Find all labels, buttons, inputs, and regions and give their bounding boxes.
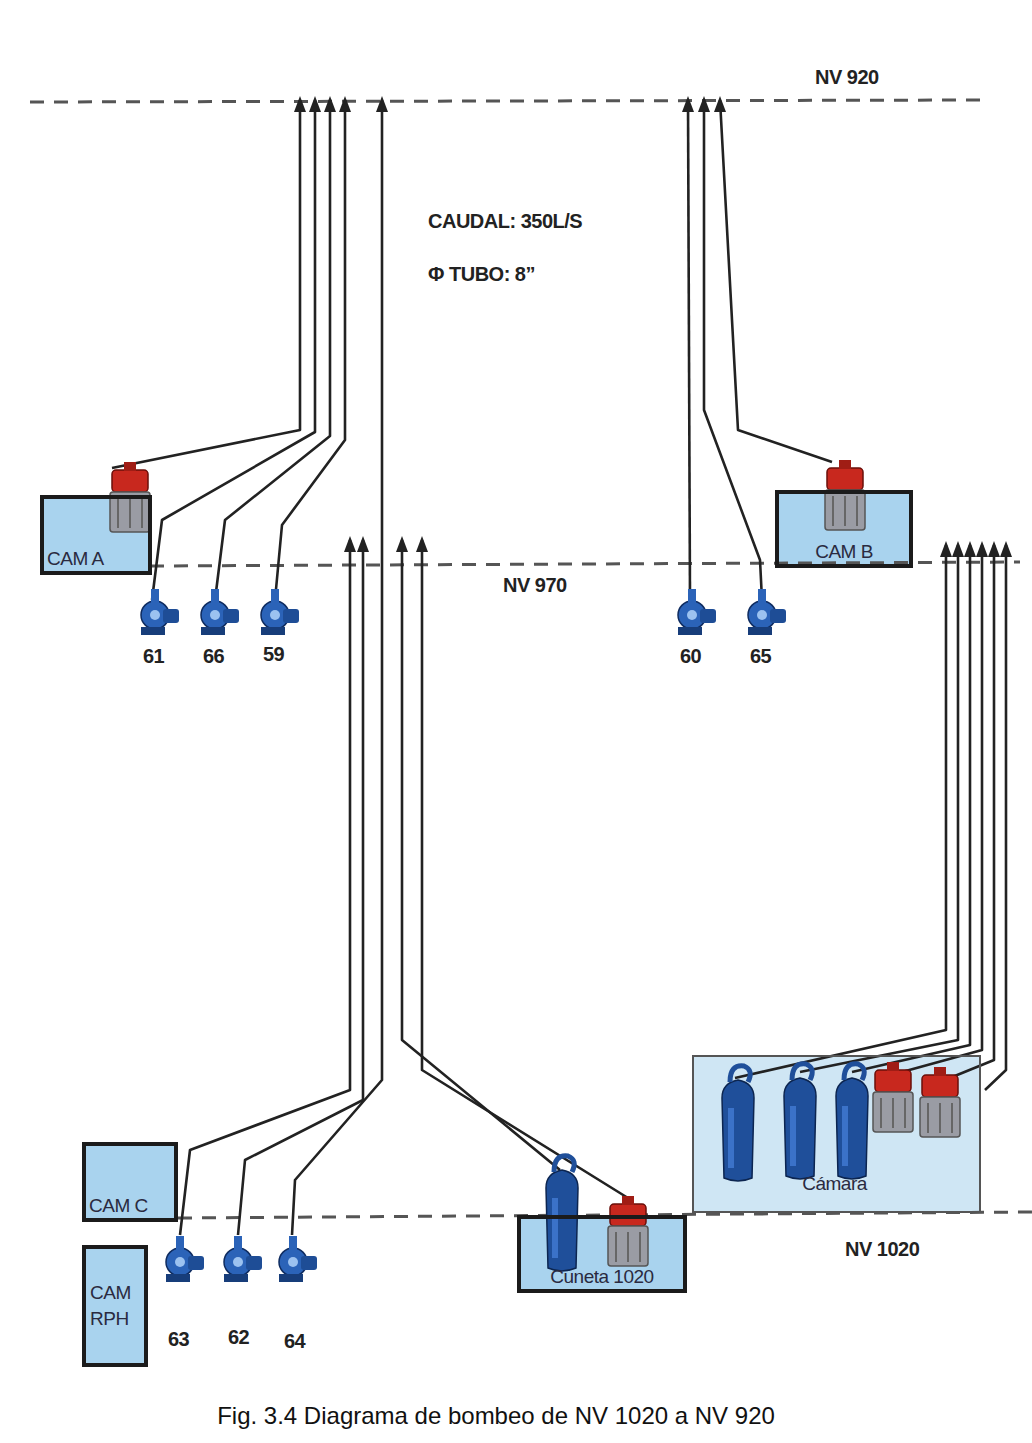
level-note: NV 1020	[842, 1238, 922, 1261]
level-lines	[30, 100, 1032, 1218]
chamber-box: Cuneta 1020	[517, 1215, 687, 1293]
pump-number: 66	[203, 645, 224, 668]
chamber-label: CAM C	[89, 1195, 148, 1217]
chamber-label: Cámara	[802, 1173, 867, 1195]
arrowhead	[698, 96, 710, 112]
arrowhead	[976, 541, 988, 557]
arrowhead	[294, 96, 306, 112]
arrowhead	[339, 96, 351, 112]
box-fill	[517, 1215, 687, 1293]
chamber-box: CAM C	[82, 1142, 178, 1222]
arrowhead	[714, 96, 726, 112]
pump-number: 61	[143, 645, 164, 668]
level-note: Φ TUBO: 8”	[425, 263, 538, 286]
chamber-box: CAM A	[40, 495, 152, 575]
arrowhead	[396, 536, 408, 552]
box-fills	[40, 490, 981, 1367]
arrowhead	[344, 536, 356, 552]
level-note: CAUDAL: 350L/S	[425, 210, 585, 233]
pump-number: 65	[750, 645, 771, 668]
chamber-box: Cámara	[692, 1055, 981, 1213]
arrowhead	[952, 541, 964, 557]
chamber-label: CAM B	[815, 541, 873, 563]
pump-number: 64	[284, 1330, 305, 1353]
arrowhead	[964, 541, 976, 557]
arrowhead	[357, 536, 369, 552]
box-fill	[82, 1245, 148, 1367]
arrowhead	[416, 536, 428, 552]
arrowhead	[376, 96, 388, 112]
chamber-label: CAM A	[47, 548, 104, 570]
arrowhead	[940, 541, 952, 557]
chamber-label: Cuneta 1020	[550, 1266, 653, 1288]
box-fill	[82, 1142, 178, 1222]
pump-number: 59	[263, 643, 284, 666]
level-note: NV 920	[812, 66, 882, 89]
chamber-box: CAM B	[775, 490, 913, 568]
arrowhead	[324, 96, 336, 112]
figure-caption: Fig. 3.4 Diagrama de bombeo de NV 1020 a…	[217, 1402, 775, 1430]
level-note: NV 970	[500, 574, 570, 597]
pipes	[112, 100, 1006, 1235]
arrowhead	[309, 96, 321, 112]
pump-number: 60	[680, 645, 701, 668]
pump-number: 62	[228, 1326, 249, 1349]
arrowhead	[988, 541, 1000, 557]
arrowhead	[682, 96, 694, 112]
chamber-box: CAM RPH	[82, 1245, 148, 1367]
pipe-arrowheads	[294, 96, 1012, 557]
arrowhead	[1000, 541, 1012, 557]
pump-number: 63	[168, 1328, 189, 1351]
chamber-label: CAM RPH	[90, 1280, 130, 1331]
